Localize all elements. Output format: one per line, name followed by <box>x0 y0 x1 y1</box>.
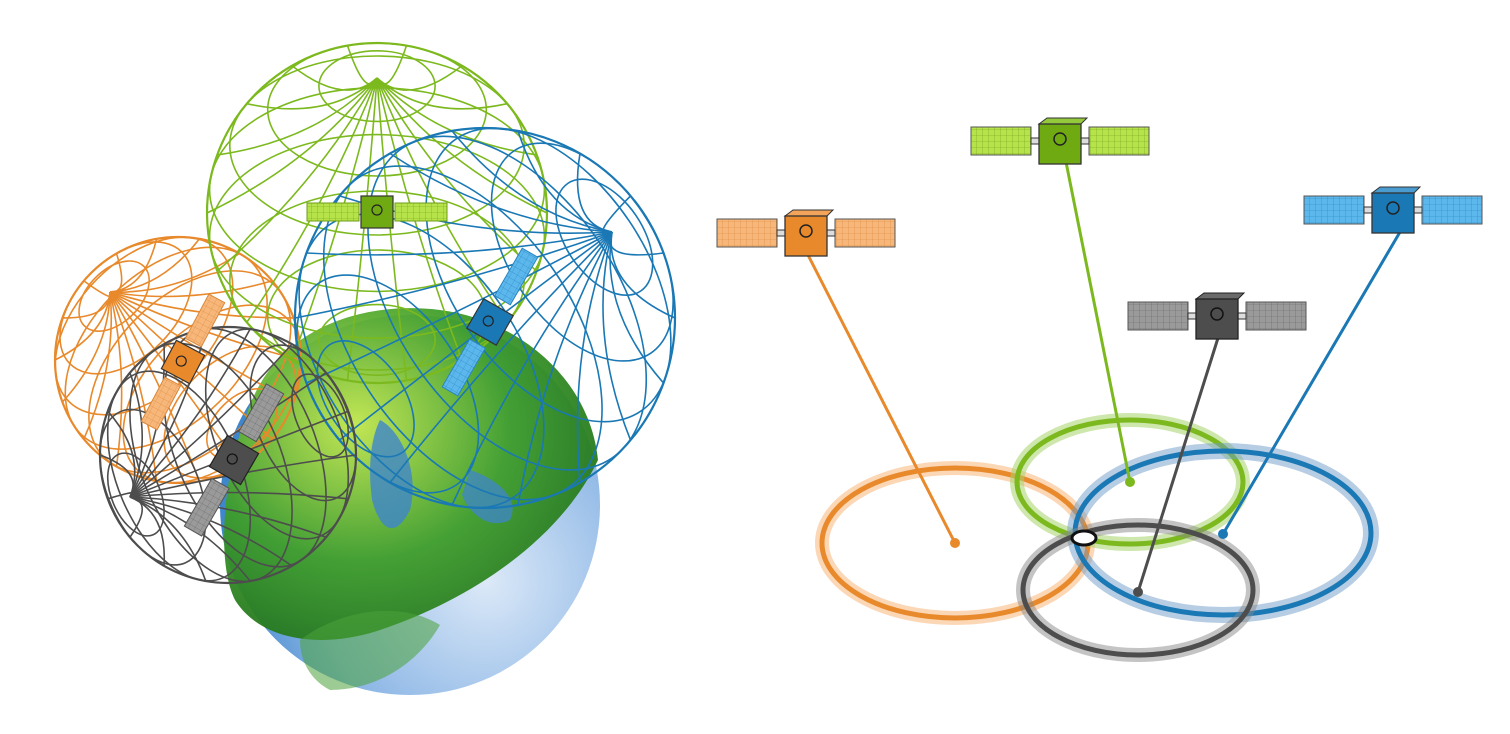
range-spheres <box>53 41 677 585</box>
left-satellite-green <box>306 195 448 229</box>
blue-range-sphere <box>293 126 677 510</box>
gray-ground-point <box>1133 587 1143 597</box>
gray-satellite <box>1127 292 1307 340</box>
left-satellite-orange <box>140 293 226 431</box>
left-satellite-gray <box>183 383 285 537</box>
gray-range-sphere <box>98 325 358 585</box>
blue-signal-line <box>1221 231 1402 535</box>
green-range-circle-core <box>1014 417 1246 547</box>
orange-range-sphere <box>53 235 303 485</box>
orange-signal-line <box>806 254 957 544</box>
gray-signal-line <box>1136 337 1220 593</box>
position-fix-marker <box>1070 529 1098 547</box>
blue-ground-point <box>1218 529 1228 539</box>
green-signal-line <box>1064 161 1132 483</box>
blue-satellite <box>1303 186 1483 234</box>
orange-satellite <box>716 209 896 257</box>
green-satellite <box>970 117 1150 165</box>
left-satellite-blue <box>441 247 539 397</box>
signal-lines <box>806 161 1402 597</box>
orange-ground-point <box>950 538 960 548</box>
green-ground-point <box>1125 477 1135 487</box>
earth-globe <box>220 308 600 695</box>
gray-range-circle-core <box>1020 522 1256 658</box>
